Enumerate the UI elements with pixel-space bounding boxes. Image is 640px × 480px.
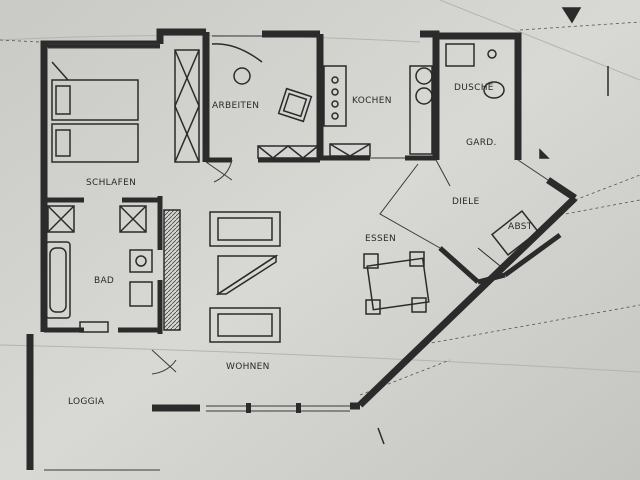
label-essen: ESSEN — [365, 234, 396, 244]
living-furniture — [209, 211, 281, 343]
label-abst: ABST — [508, 222, 533, 232]
wardrobes — [47, 49, 540, 331]
door-swings — [151, 157, 549, 375]
label-loggia: LOGGIA — [68, 397, 105, 407]
dining-furniture — [363, 251, 430, 315]
label-schlafen: SCHLAFEN — [86, 178, 136, 188]
label-diele: DIELE — [452, 197, 479, 207]
misc-marks — [377, 7, 609, 445]
window-posts — [246, 403, 301, 413]
label-arbeiten: ARBEITEN — [212, 101, 259, 111]
room-labels: SCHLAFEN ARBEITEN KOCHEN DUSCHE GARD. DI… — [68, 83, 533, 407]
label-wohnen: WOHNEN — [226, 362, 270, 372]
label-bad: BAD — [94, 276, 114, 286]
beds — [51, 61, 139, 163]
label-kochen: KOCHEN — [352, 96, 392, 106]
label-dusche: DUSCHE — [454, 83, 494, 93]
office-furniture — [211, 43, 313, 123]
kitchen-fixtures — [323, 65, 433, 155]
label-gard: GARD. — [466, 138, 497, 148]
windows — [44, 35, 350, 471]
construction-lines — [0, 21, 640, 396]
bath-fixtures — [45, 43, 505, 333]
exterior-walls — [26, 28, 578, 470]
interior-walls — [44, 155, 562, 334]
